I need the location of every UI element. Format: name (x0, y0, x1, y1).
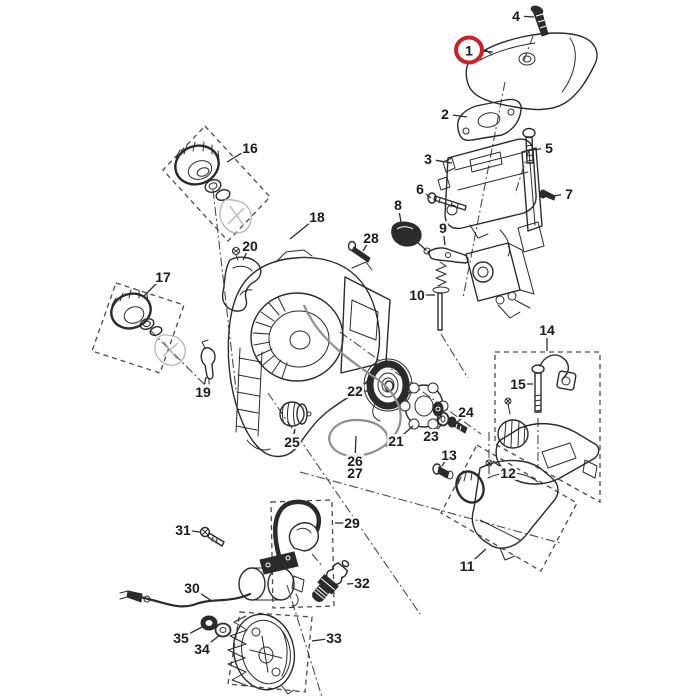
part-callout-1[interactable]: 1 (454, 35, 484, 65)
leader-line-4 (523, 15, 535, 18)
part-4-screw-drawing (530, 5, 549, 37)
part-2-gasket-drawing (457, 98, 522, 142)
part-19-bracket-drawing (200, 339, 216, 385)
part-28-screw-drawing (347, 240, 371, 263)
part-callout-28[interactable]: 28 (362, 230, 380, 246)
leader-line-2 (452, 114, 468, 118)
group-box-17 (91, 282, 185, 374)
leader-line-9 (443, 235, 446, 246)
part-29-ignition-drawing (238, 499, 323, 607)
leader-line-11 (472, 548, 487, 562)
part-11-tank-drawing (432, 459, 559, 561)
part-callout-4[interactable]: 4 (511, 8, 521, 24)
part-callout-31[interactable]: 31 (174, 522, 192, 538)
leader-lines (143, 15, 562, 645)
part-callout-16[interactable]: 16 (241, 140, 259, 156)
leader-line-30 (198, 591, 213, 602)
part-callout-21[interactable]: 21 (387, 433, 405, 449)
part-callout-15[interactable]: 15 (509, 376, 527, 392)
part-16-cap-drawing (174, 141, 252, 234)
part-callout-12[interactable]: 12 (499, 465, 517, 481)
part-callout-17[interactable]: 17 (154, 269, 172, 285)
part-35-nut-drawing (200, 615, 218, 631)
part-callout-33[interactable]: 33 (325, 630, 343, 646)
part-14-15-assembly-drawing (495, 354, 600, 485)
carburetor-drawing (465, 242, 535, 319)
part-callout-14[interactable]: 14 (538, 322, 556, 338)
part-callout-6[interactable]: 6 (415, 181, 425, 197)
part-callout-18[interactable]: 18 (308, 209, 326, 225)
leader-line-13 (441, 461, 446, 467)
leader-line-8 (398, 212, 402, 223)
group-box-33 (227, 611, 313, 693)
part-callout-27[interactable]: 27 (346, 465, 364, 481)
leader-line-25 (293, 428, 296, 435)
part-1-cover-drawing (465, 32, 598, 111)
part-callout-34[interactable]: 34 (193, 641, 211, 657)
leader-line-1 (483, 50, 494, 53)
leader-line-5 (531, 148, 542, 151)
part-callout-32[interactable]: 32 (353, 575, 371, 591)
part-callout-23[interactable]: 23 (422, 428, 440, 444)
part-21-pulley-drawing (399, 382, 449, 430)
part-25-bushing-drawing (279, 401, 312, 427)
dashed-group-boxes (91, 125, 601, 693)
part-26-27-rope-drawing (302, 304, 402, 457)
part-10-rod-drawing (432, 261, 450, 331)
leader-line-3 (435, 159, 453, 164)
part-callout-8[interactable]: 8 (393, 197, 403, 213)
part-33-flywheel-drawing (227, 613, 296, 695)
part-18-housing-drawing (227, 249, 391, 458)
part-callout-30[interactable]: 30 (183, 580, 201, 596)
leader-line-28 (362, 244, 368, 252)
part-callout-22[interactable]: 22 (346, 383, 364, 399)
part-callout-20[interactable]: 20 (241, 238, 259, 254)
leader-line-33 (311, 638, 327, 642)
part-32-spark-plug-drawing (311, 559, 350, 603)
part-callout-24[interactable]: 24 (457, 404, 475, 420)
part-17-cap-drawing (110, 289, 186, 366)
leader-line-24 (456, 417, 462, 424)
part-34-washer-drawing (214, 622, 232, 638)
part-callout-10[interactable]: 10 (408, 287, 426, 303)
leader-line-20 (242, 252, 247, 261)
leader-line-6 (425, 193, 432, 199)
leader-line-18 (289, 221, 312, 240)
part-callout-26[interactable]: 26 (346, 453, 364, 469)
part-callout-35[interactable]: 35 (172, 630, 190, 646)
part-6-screw-drawing (427, 192, 467, 211)
part-callout-7[interactable]: 7 (564, 186, 574, 202)
part-callout-3[interactable]: 3 (423, 151, 433, 167)
part-callout-19[interactable]: 19 (194, 384, 212, 400)
part-24-screw-drawing (447, 416, 468, 434)
leader-line-31 (190, 530, 201, 533)
leader-line-35 (187, 625, 205, 635)
part-31-screw-drawing (199, 526, 225, 547)
part-callout-2[interactable]: 2 (440, 106, 450, 122)
group-box-14 (494, 351, 601, 504)
leader-line-16 (226, 151, 244, 163)
part-callout-25[interactable]: 25 (283, 434, 301, 450)
part-5-bolt-drawing (522, 127, 536, 164)
part-callout-11[interactable]: 11 (458, 558, 476, 574)
part-callout-29[interactable]: 29 (343, 515, 361, 531)
part-7-screw-drawing (539, 189, 556, 201)
group-box-11 (440, 444, 578, 572)
part-8-knob-drawing (391, 221, 431, 255)
leader-line-26 (354, 435, 357, 454)
leader-line-7 (550, 194, 562, 197)
part-30-wire-drawing (119, 590, 252, 608)
alignment-lines (149, 35, 561, 698)
part-callout-5[interactable]: 5 (544, 140, 554, 156)
leader-line-17 (143, 282, 158, 297)
part-20-latch-drawing (221, 247, 262, 312)
leader-line-19 (203, 376, 207, 385)
leader-line-32 (346, 582, 355, 585)
part-callout-9[interactable]: 9 (438, 220, 448, 236)
part-callout-13[interactable]: 13 (440, 447, 458, 463)
